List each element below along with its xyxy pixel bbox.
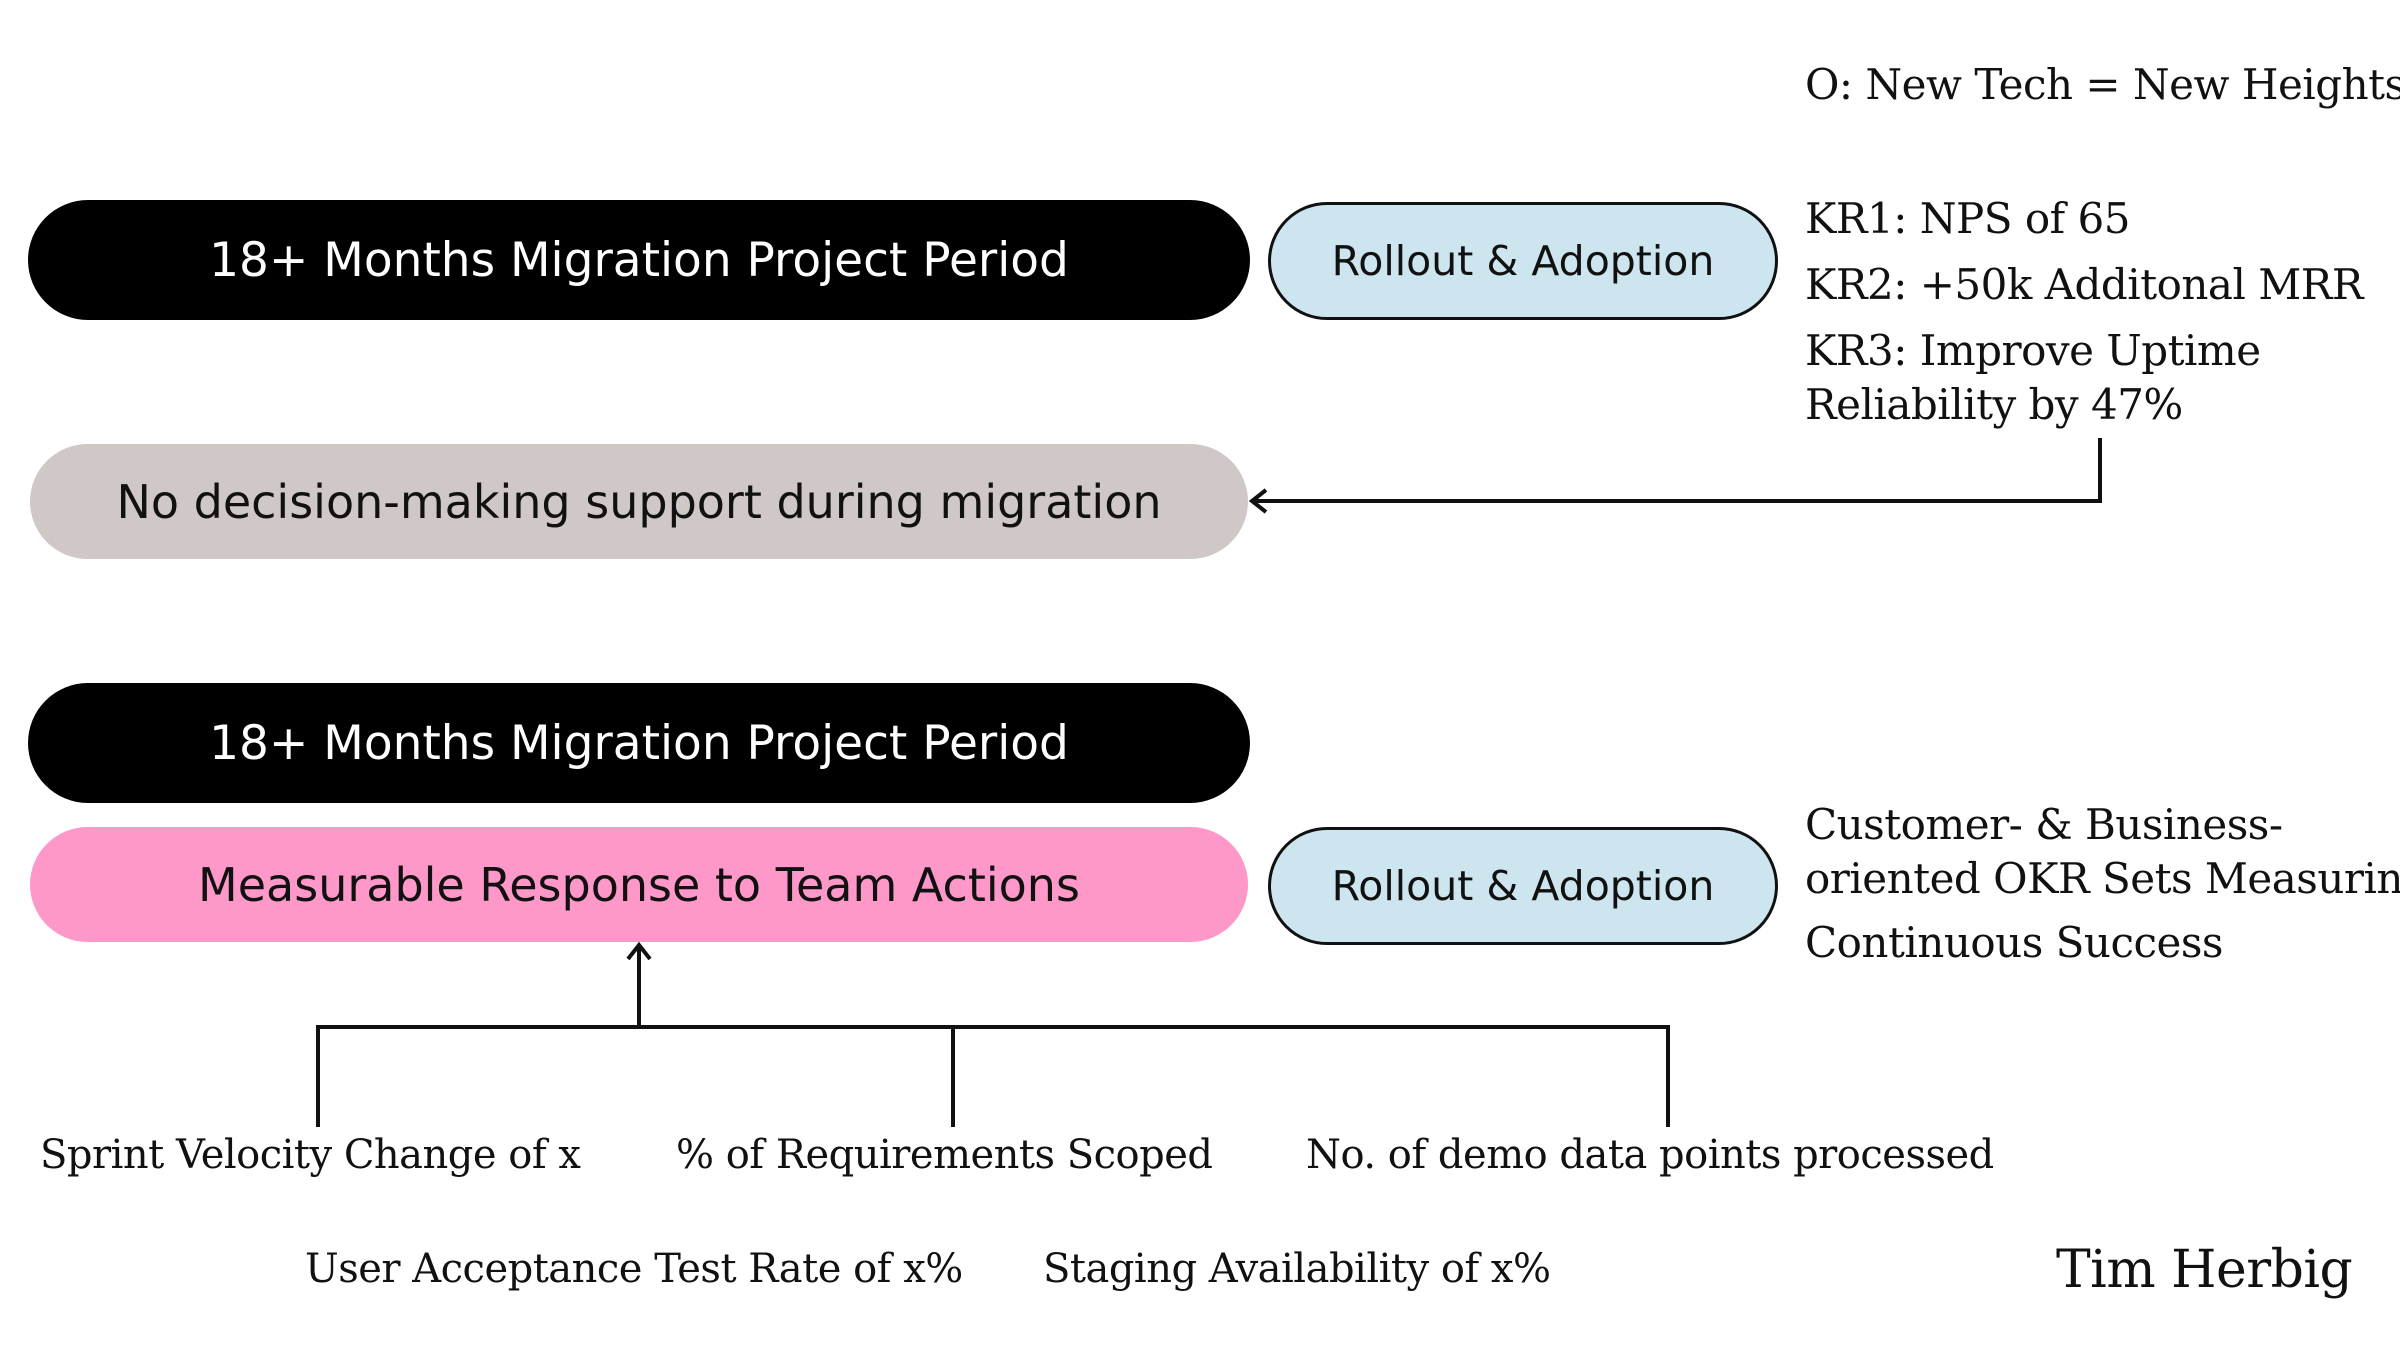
rollout-adoption-pill-bottom: Rollout & Adoption <box>1268 827 1778 945</box>
key-result-3-continued: Reliability by 47% <box>1805 380 2183 429</box>
project-period-pill-bottom: 18+ Months Migration Project Period <box>28 683 1250 803</box>
metrics-to-response-arrowhead <box>626 941 652 961</box>
okr-note-line-2: oriented OKR Sets Measuring <box>1805 854 2400 903</box>
kr-to-problem-connector <box>1252 438 2102 503</box>
kr-to-problem-arrowhead <box>1248 488 1268 514</box>
response-pill: Measurable Response to Team Actions <box>30 827 1248 942</box>
problem-pill: No decision-making support during migrat… <box>30 444 1248 559</box>
key-result-3: KR3: Improve Uptime <box>1805 326 2261 375</box>
metric-user-acceptance: User Acceptance Test Rate of x% <box>305 1246 963 1292</box>
key-result-2: KR2: +50k Additonal MRR <box>1805 260 2363 309</box>
metric-sprint-velocity: Sprint Velocity Change of x <box>40 1132 581 1178</box>
metric-requirements-scoped: % of Requirements Scoped <box>676 1132 1213 1178</box>
author-signature: Tim Herbig <box>2056 1240 2353 1300</box>
objective-title: O: New Tech = New Heights <box>1805 60 2400 109</box>
rollout-adoption-pill-top: Rollout & Adoption <box>1268 202 1778 320</box>
okr-note-line-3: Continuous Success <box>1805 918 2223 967</box>
metric-demo-data-points: No. of demo data points processed <box>1306 1132 1994 1178</box>
metric-staging-availability: Staging Availability of x% <box>1043 1246 1551 1292</box>
okr-note-line-1: Customer- & Business- <box>1805 800 2283 849</box>
key-result-1: KR1: NPS of 65 <box>1805 194 2130 243</box>
project-period-pill-top: 18+ Months Migration Project Period <box>28 200 1250 320</box>
